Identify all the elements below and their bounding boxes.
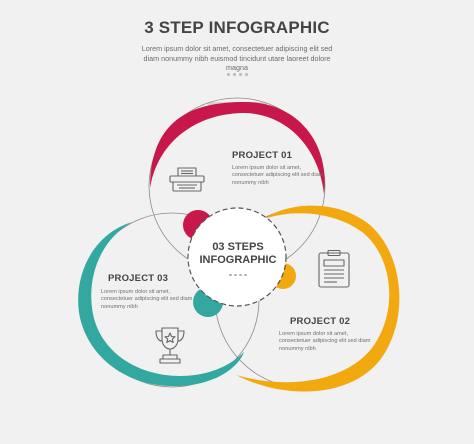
typewriter-icon — [169, 167, 205, 192]
step1-title: PROJECT 01 — [232, 150, 293, 161]
step3-description: Lorem ipsum dolor sit amet, consectetuer… — [101, 289, 193, 310]
center-dots — [190, 272, 286, 276]
trophy-icon — [155, 327, 185, 364]
header-dots — [0, 72, 474, 76]
step1-arc — [150, 102, 325, 194]
step3-title: PROJECT 03 — [108, 273, 169, 284]
center-circle — [187, 207, 287, 307]
page-subtitle: Lorem ipsum dolor sit amet, consectetuer… — [141, 44, 333, 73]
clipboard-icon — [318, 249, 350, 288]
step2-title: PROJECT 02 — [290, 316, 351, 327]
step2-description: Lorem ipsum dolor sit amet, consectetuer… — [279, 331, 371, 352]
step1-description: Lorem ipsum dolor sit amet, consectetuer… — [232, 165, 324, 186]
step3-arc — [78, 222, 244, 387]
center-title: 03 STEPS INFOGRAPHIC — [199, 241, 277, 266]
page-title: 3 STEP INFOGRAPHIC — [144, 18, 330, 37]
